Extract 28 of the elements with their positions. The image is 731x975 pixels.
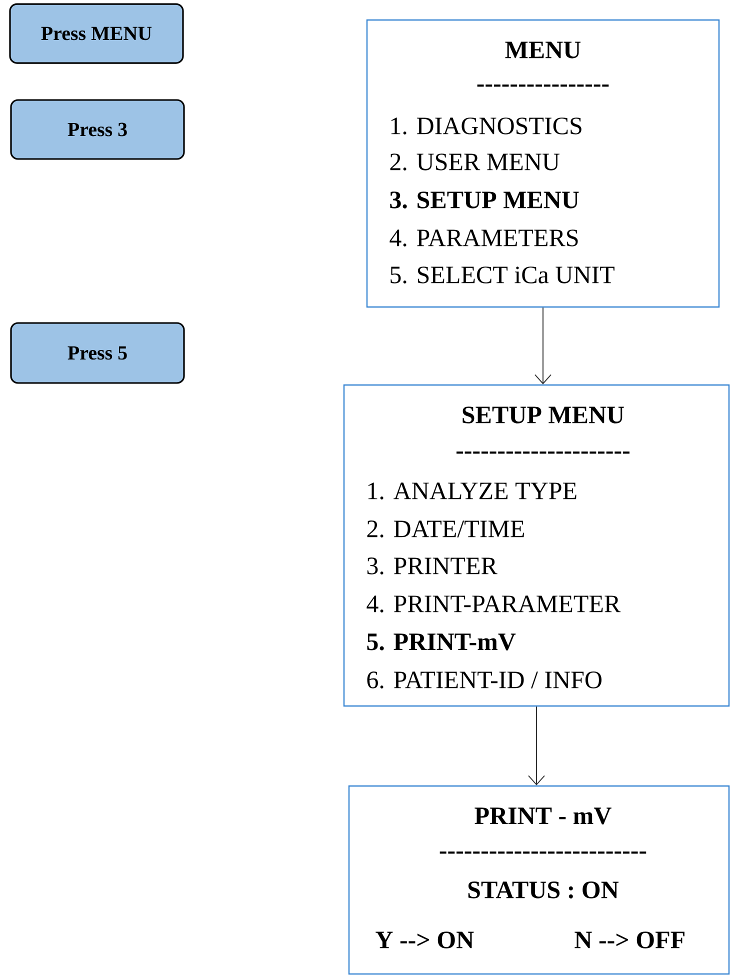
menu-item: 3. PRINTER — [367, 558, 498, 574]
menu-heading: MENU — [505, 42, 581, 58]
menu-heading: SETUP MENU — [462, 406, 624, 424]
menu-item: 3. SETUP MENU — [390, 192, 579, 208]
arrow — [528, 706, 545, 786]
divider-text: ---------------- — [477, 84, 609, 87]
menu-item: 4. PRINT-PARAMETER — [366, 596, 621, 612]
menu-box — [348, 785, 730, 975]
menu-item: 5. PRINT-mV — [367, 634, 516, 650]
option-text: Y --> ON — [376, 932, 474, 948]
menu-box — [366, 19, 720, 308]
divider-text: --------------------- — [456, 452, 630, 454]
screen-heading: PRINT - mV — [474, 808, 612, 824]
menu-item: 6. PATIENT-ID / INFO — [367, 672, 602, 688]
instruction-button: Press 5 — [10, 322, 185, 384]
arrow — [534, 307, 552, 384]
menu-item: 4. PARAMETERS — [390, 230, 578, 246]
divider-text: ------------------------- — [440, 852, 646, 854]
option-text: N --> OFF — [574, 932, 684, 948]
instruction-button: Press 3 — [10, 99, 185, 160]
menu-box — [343, 384, 730, 707]
menu-item: 1. DIAGNOSTICS — [391, 118, 582, 134]
menu-item: 2. DATE/TIME — [367, 520, 524, 538]
instruction-button: Press MENU — [9, 3, 184, 64]
menu-item: 2. USER MENU — [390, 154, 560, 170]
status-text: STATUS : ON — [468, 882, 619, 898]
menu-item: 1. ANALYZE TYPE — [368, 482, 576, 500]
menu-item: 5. SELECT iCa UNIT — [390, 266, 614, 284]
